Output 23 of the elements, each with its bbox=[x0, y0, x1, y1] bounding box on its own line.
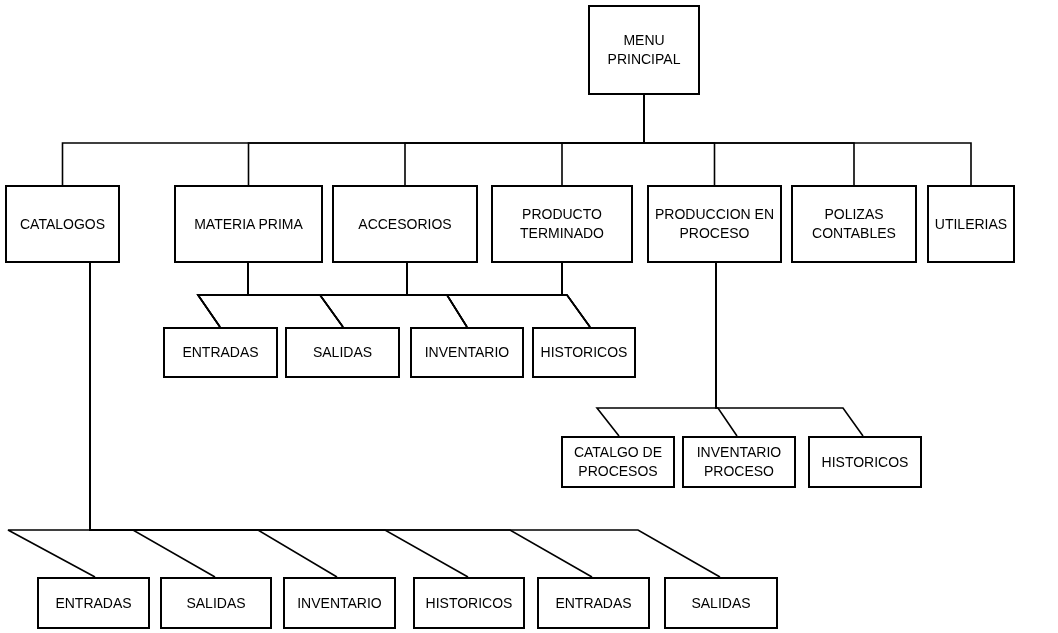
menu-box: SALIDAS bbox=[664, 577, 778, 629]
connector-line bbox=[561, 262, 591, 328]
menu-box: CATALGO DE PROCESOS bbox=[561, 436, 675, 488]
menu-box: ENTRADAS bbox=[537, 577, 650, 629]
menu-box: POLIZAS CONTABLES bbox=[791, 185, 917, 263]
connector-line bbox=[715, 262, 864, 437]
menu-box: UTILERIAS bbox=[927, 185, 1015, 263]
menu-box: ENTRADAS bbox=[37, 577, 150, 629]
menu-box: SALIDAS bbox=[285, 327, 400, 378]
menu-box: CATALOGOS bbox=[5, 185, 120, 263]
menu-box: HISTORICOS bbox=[808, 436, 922, 488]
menu-box: PRODUCCION EN PROCESO bbox=[647, 185, 782, 263]
menu-box: ACCESORIOS bbox=[332, 185, 478, 263]
menu-box: SALIDAS bbox=[160, 577, 272, 629]
menu-box: INVENTARIO bbox=[410, 327, 524, 378]
menu-box: MATERIA PRIMA bbox=[174, 185, 323, 263]
menu-box: ENTRADAS bbox=[163, 327, 278, 378]
menu-box: HISTORICOS bbox=[532, 327, 636, 378]
menu-box: HISTORICOS bbox=[413, 577, 525, 629]
menu-box: INVENTARIO bbox=[283, 577, 396, 629]
menu-box: PRODUCTO TERMINADO bbox=[491, 185, 633, 263]
menu-box: MENU PRINCIPAL bbox=[588, 5, 700, 95]
menu-box: INVENTARIO PROCESO bbox=[682, 436, 796, 488]
